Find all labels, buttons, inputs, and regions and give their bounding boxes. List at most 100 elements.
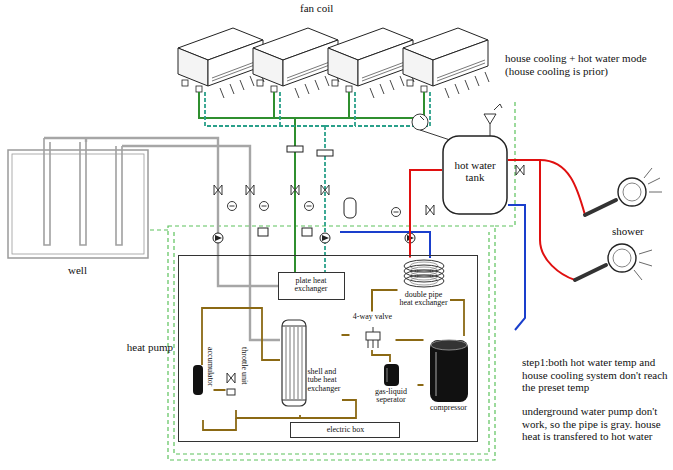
green-dashed-loop	[174, 232, 489, 454]
fan-coil-return-pipe	[205, 92, 325, 126]
valve-and-pump-row	[213, 185, 415, 243]
node-label: 4-way valve	[350, 313, 396, 322]
compressor-outline	[430, 340, 468, 402]
node-label: gas-liquid seperator	[365, 388, 418, 406]
tank-fittings	[412, 114, 428, 130]
fan-coil-supply-pipe	[349, 92, 424, 118]
accumulator: accumulator	[192, 345, 214, 425]
tank-fittings	[420, 130, 450, 140]
refrigerant-pipe	[300, 400, 356, 418]
four-way-valve-outline	[372, 340, 373, 348]
double-pipe-heat-exchanger-outline	[404, 275, 444, 287]
mode-note: house cooling + hot water mode (house co…	[505, 52, 670, 77]
four-way-valve-outline	[367, 340, 368, 348]
shower-label: shower	[612, 225, 660, 238]
shower-head	[644, 168, 652, 178]
fan-coil-return-pipe	[205, 92, 430, 272]
fan-coil-group	[178, 28, 264, 98]
fan-coil-label: fan coil	[300, 2, 360, 15]
shell-tube-heat-exchanger-outline	[285, 327, 286, 399]
throttle-unit-outline	[227, 389, 235, 395]
shell-tube-heat-exchanger-outline	[282, 325, 306, 326]
compressor-outline	[435, 352, 437, 396]
shell-tube-heat-exchanger-outline	[282, 399, 306, 400]
hot-water-pipe	[540, 160, 575, 280]
green-dashed-loop	[150, 229, 168, 230]
throttle-unit: throttle unit	[226, 345, 248, 415]
manifold	[287, 146, 303, 152]
well-label: well	[68, 264, 98, 277]
hot-water-tank-outline	[443, 136, 507, 214]
node-label: double pipe heat exchanger	[398, 291, 450, 309]
well-borehole	[44, 138, 50, 245]
well-borehole	[116, 146, 122, 245]
shell-tube-heat-exchanger-outline	[293, 327, 294, 399]
fan-coil-return-pipe	[324, 126, 326, 272]
expansion-vessel	[344, 198, 356, 218]
well-ground	[8, 150, 148, 258]
shell-tube-heat-exchanger-outline	[297, 327, 298, 399]
shower-head	[575, 265, 606, 280]
fan-coil-supply-pipe	[199, 92, 424, 272]
fan-coil-return-pipe	[279, 92, 281, 126]
cold-water-pipe	[508, 205, 525, 330]
well-borehole	[80, 142, 86, 245]
gray-water-pipe	[44, 138, 280, 340]
well-ground	[12, 154, 144, 254]
node-label: compressor	[424, 404, 474, 413]
tank-fittings	[426, 205, 434, 215]
tank-fittings	[494, 104, 502, 110]
shower-head	[649, 192, 662, 193]
node-label: accumulator	[205, 347, 214, 387]
pipe-connector	[410, 170, 442, 258]
valve-and-pump-row	[320, 233, 330, 243]
gray-water-pipe	[44, 138, 278, 286]
electric-box: electric box	[290, 422, 400, 438]
well-borehole	[44, 138, 122, 245]
shower-head	[639, 250, 652, 254]
fan-coil-supply-pipe	[273, 92, 275, 118]
pipe-connector	[372, 290, 398, 312]
refrigerant-pipe	[450, 300, 464, 336]
valve-and-pump-row	[246, 185, 254, 195]
shower-head	[575, 168, 662, 280]
hot-water-pipe	[540, 160, 585, 215]
hot-water-pipe	[508, 159, 540, 161]
fan-coil-supply-pipe	[294, 118, 296, 272]
valve-and-pump-row	[305, 202, 314, 211]
flow-switch	[302, 228, 312, 236]
node-label: plate heat exchanger	[281, 277, 342, 295]
pipe-connector	[342, 334, 350, 336]
four-way-valve-outline	[377, 340, 378, 348]
flow-switch	[258, 228, 268, 236]
shower-head	[618, 178, 646, 206]
refrigerant-pipe	[236, 410, 300, 418]
throttle-unit-outline	[227, 373, 235, 383]
four-way-valve-outline	[372, 327, 373, 332]
tank-fittings	[516, 165, 524, 175]
shell-tube-heat-exchanger-outline	[280, 318, 342, 415]
valve-and-pump-row	[214, 185, 222, 195]
valve-and-pump-row	[321, 185, 329, 195]
shower-head	[608, 244, 636, 272]
node-label: hot water tank	[446, 159, 504, 183]
gas-liquid-separator: gas-liquid seperator	[365, 362, 418, 412]
valve-and-pump-row	[213, 233, 223, 243]
shell-tube-heat-exchanger: shell and tube heat exchanger	[280, 318, 342, 415]
shower-head	[613, 249, 631, 267]
shower-head	[644, 168, 662, 192]
fan-coil-group	[253, 28, 339, 98]
manifold	[287, 146, 333, 156]
node-label: throttle unit	[239, 347, 248, 385]
fan-coil-group	[403, 28, 489, 98]
gas-liquid-separator-outline	[384, 364, 399, 386]
fan-coil-group	[328, 28, 414, 98]
compressor: compressor	[424, 336, 474, 418]
fan-coil-return-pipe	[325, 92, 355, 126]
refrigerant-pipe	[202, 300, 464, 430]
cold-water-pipe	[340, 205, 525, 330]
green-dashed-loop	[150, 100, 515, 460]
shower-head	[639, 262, 652, 266]
manifold	[317, 150, 333, 156]
